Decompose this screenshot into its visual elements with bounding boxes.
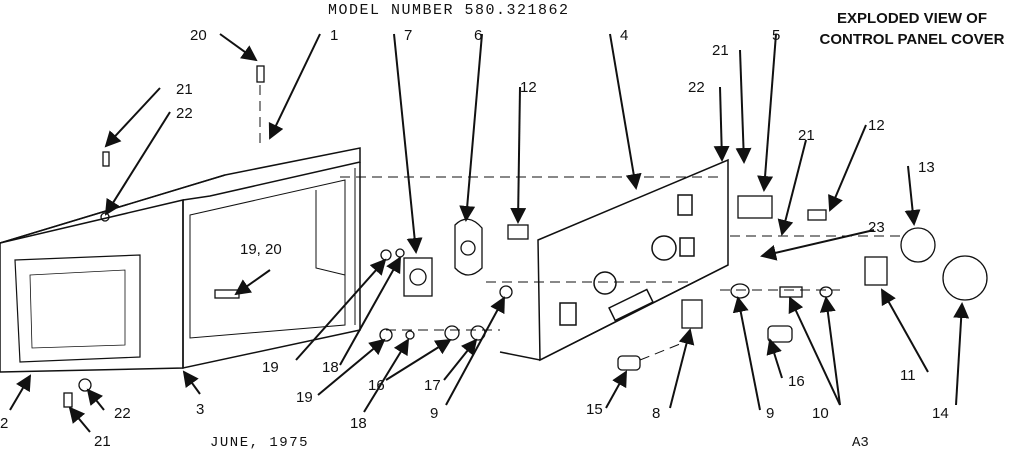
- callout-23: 23: [868, 219, 885, 236]
- callout-14: 14: [932, 405, 949, 422]
- callout-8: 8: [652, 405, 660, 422]
- callout-7: 7: [404, 27, 412, 44]
- callout-6: 6: [474, 27, 482, 44]
- callout-leaders: [9, 33, 970, 433]
- control-panel: [499, 158, 729, 362]
- callout-15: 15: [586, 401, 603, 418]
- callout-21-top: 21: [712, 42, 729, 59]
- callout-22-right: 22: [688, 79, 705, 96]
- title-line-2: CONTROL PANEL COVER: [819, 31, 1005, 48]
- callout-19-a: 19: [262, 359, 279, 376]
- revision-date: JUNE, 1975: [210, 435, 310, 451]
- callout-9-b: 9: [766, 405, 774, 422]
- callout-5: 5: [772, 27, 780, 44]
- alignment-lines: [259, 85, 900, 361]
- callout-labels: 20 1 7 6 4 21 5 21 22 12 22 21 12 13 23 …: [0, 27, 949, 450]
- callout-10: 10: [812, 405, 829, 422]
- callout-16-b: 16: [788, 373, 805, 390]
- sheet-id: A3: [852, 435, 869, 451]
- callout-21-left: 21: [176, 81, 193, 98]
- callout-3: 3: [196, 401, 204, 418]
- model-number: MODEL NUMBER 580.321862: [328, 2, 570, 19]
- callout-18-b: 18: [350, 415, 367, 432]
- callout-9-a: 9: [430, 405, 438, 422]
- diagram-title: EXPLODED VIEW OF CONTROL PANEL COVER: [800, 8, 1024, 50]
- callout-12-right: 12: [868, 117, 885, 134]
- callout-18-a: 18: [322, 359, 339, 376]
- callout-4: 4: [620, 27, 628, 44]
- callout-20: 20: [190, 27, 207, 44]
- cabinet-cover: [0, 147, 361, 373]
- callout-16-a: 16: [368, 377, 385, 394]
- callout-19-20: 19, 20: [240, 241, 282, 258]
- callout-22-left: 22: [176, 105, 193, 122]
- callout-12-mid: 12: [520, 79, 537, 96]
- callout-21-right: 21: [798, 127, 815, 144]
- callout-13: 13: [918, 159, 935, 176]
- callout-17: 17: [424, 377, 441, 394]
- callout-11: 11: [900, 367, 916, 384]
- callout-22-bottom: 22: [114, 405, 131, 422]
- title-line-1: EXPLODED VIEW OF: [836, 10, 987, 27]
- callout-1: 1: [330, 27, 338, 44]
- callout-19-b: 19: [296, 389, 313, 406]
- vent-grille: [14, 254, 141, 363]
- callout-2: 2: [0, 415, 8, 432]
- callout-21-bottom: 21: [94, 433, 111, 450]
